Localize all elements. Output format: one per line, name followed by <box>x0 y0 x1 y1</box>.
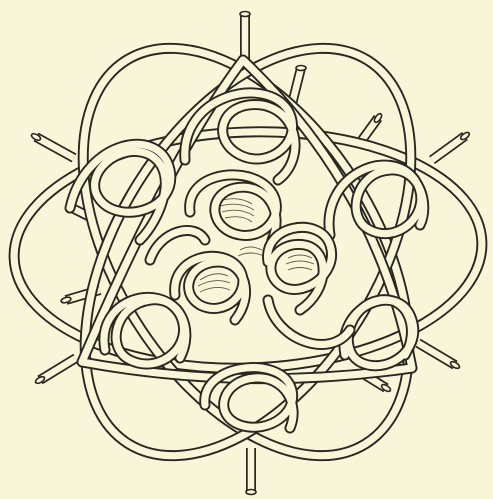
rod-upper-right-inner <box>362 112 383 140</box>
rod-upper-left <box>30 132 74 158</box>
coil-center-right <box>268 227 332 310</box>
rod-right-mid <box>418 343 461 370</box>
rod-lower-left <box>34 358 76 385</box>
rod-bottom <box>246 448 256 495</box>
rod-upper-right <box>432 131 471 160</box>
